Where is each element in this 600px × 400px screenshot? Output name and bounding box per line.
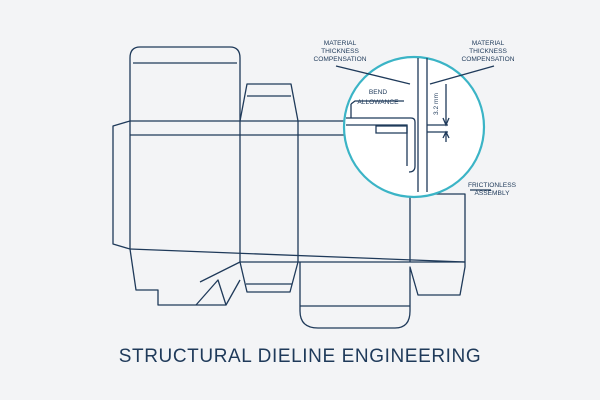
- dimension-label: 3.2 mm: [433, 93, 440, 115]
- material-label-right-3: COMPENSATION: [462, 56, 515, 63]
- material-label-right-2: THICKNESS: [469, 48, 507, 55]
- box-body-outline: [130, 120, 466, 329]
- top-tuck-flap: [129, 46, 241, 121]
- bottom-lock-crease: [199, 261, 241, 283]
- top-dust-flap: [239, 83, 299, 122]
- material-label-right-1: MATERIAL: [472, 40, 505, 47]
- material-label-left-1: MATERIAL: [324, 40, 357, 47]
- diagram-caption: STRUCTURAL DIELINE ENGINEERING: [118, 346, 482, 367]
- material-label-left-3: COMPENSATION: [314, 56, 367, 63]
- magnified-fold: [335, 58, 495, 192]
- frictionless-label-1: FRICTIONLESS: [468, 182, 517, 189]
- detail-circle: [342, 55, 486, 199]
- bottom-lock-tab: [195, 279, 227, 306]
- frictionless-label-2: ASSEMBLY: [474, 190, 510, 197]
- bottom-lock-flap: [129, 248, 241, 306]
- material-label-left-2: THICKNESS: [321, 48, 359, 55]
- bottom-dust-flap: [239, 261, 299, 293]
- left-side-flap: [112, 120, 131, 250]
- bend-allowance-label-1: BEND: [369, 89, 388, 96]
- bend-allowance-label-2: ALLOWANCE: [357, 99, 399, 106]
- bottom-crease: [129, 248, 466, 263]
